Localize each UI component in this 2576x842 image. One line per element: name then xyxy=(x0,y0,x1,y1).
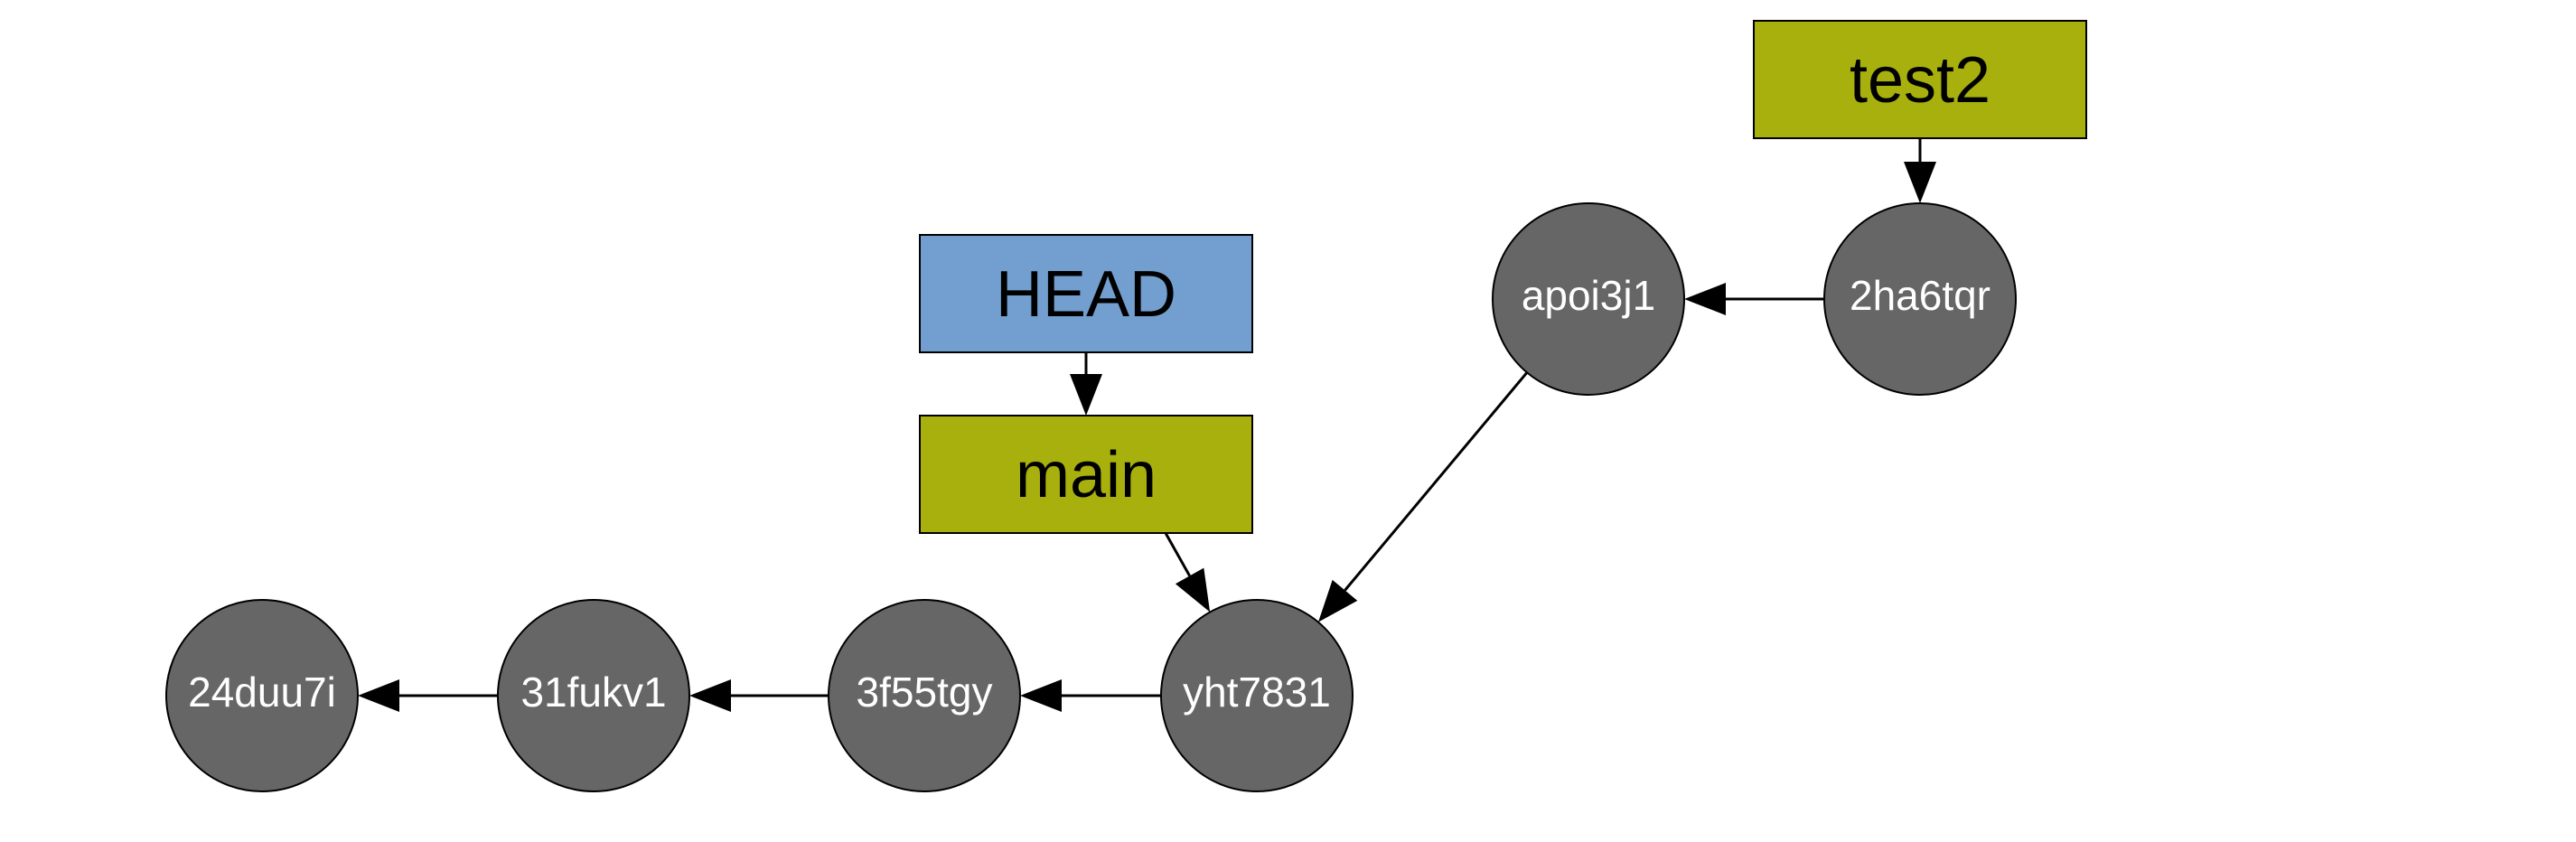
edge-test2-to-c6 xyxy=(1904,138,1936,203)
arrowhead xyxy=(689,679,731,712)
commit-label: 2ha6tqr xyxy=(1850,272,1991,319)
arrowhead xyxy=(1317,579,1358,622)
commit-node-2ha6tqr[interactable]: 2ha6tqr xyxy=(1823,202,2017,396)
ref-head-label: HEAD xyxy=(996,258,1176,331)
commit-circle xyxy=(1492,202,1685,396)
edge-line xyxy=(1164,532,1191,577)
ref-test2-box xyxy=(1753,20,2087,139)
arrowhead xyxy=(358,679,399,712)
commit-label: 3f55tgy xyxy=(857,669,993,716)
commit-node-3f55tgy[interactable]: 3f55tgy xyxy=(828,599,1021,792)
commit-node-24duu7i[interactable]: 24duu7i xyxy=(165,599,359,792)
edge-line xyxy=(1344,371,1529,592)
ref-head[interactable]: HEAD xyxy=(919,234,1253,353)
commit-label: 24duu7i xyxy=(188,669,336,716)
commit-label: 31fukv1 xyxy=(520,669,666,716)
ref-main[interactable]: main xyxy=(919,415,1253,534)
commit-node-yht7831[interactable]: yht7831 xyxy=(1160,599,1354,792)
commit-label: yht7831 xyxy=(1183,669,1331,716)
arrowhead xyxy=(1070,374,1102,416)
commit-circle xyxy=(1823,202,2017,396)
edge-c6-to-c5 xyxy=(1684,283,1824,315)
ref-main-label: main xyxy=(1016,439,1157,511)
commit-circle xyxy=(497,599,690,792)
edge-c5-to-c4 xyxy=(1317,371,1529,622)
edge-main-to-c4 xyxy=(1164,532,1211,613)
commit-circle xyxy=(165,599,359,792)
commit-label: apoi3j1 xyxy=(1522,272,1655,319)
commit-node-31fukv1[interactable]: 31fukv1 xyxy=(497,599,690,792)
ref-main-box xyxy=(919,415,1253,534)
arrowhead xyxy=(1020,679,1062,712)
edge-c2-to-c1 xyxy=(358,679,498,712)
edges-layer xyxy=(358,138,1936,712)
ref-test2-label: test2 xyxy=(1850,44,1991,117)
edge-head-to-main xyxy=(1070,352,1102,416)
ref-test2[interactable]: test2 xyxy=(1753,20,2087,139)
arrowhead xyxy=(1684,283,1726,315)
commit-circle xyxy=(828,599,1021,792)
arrowhead xyxy=(1175,567,1211,613)
arrowhead xyxy=(1904,162,1936,203)
edge-c4-to-c3 xyxy=(1020,679,1161,712)
commit-node-apoi3j1[interactable]: apoi3j1 xyxy=(1492,202,1685,396)
ref-head-box xyxy=(919,234,1253,353)
edge-c3-to-c2 xyxy=(689,679,829,712)
commit-circle xyxy=(1160,599,1354,792)
